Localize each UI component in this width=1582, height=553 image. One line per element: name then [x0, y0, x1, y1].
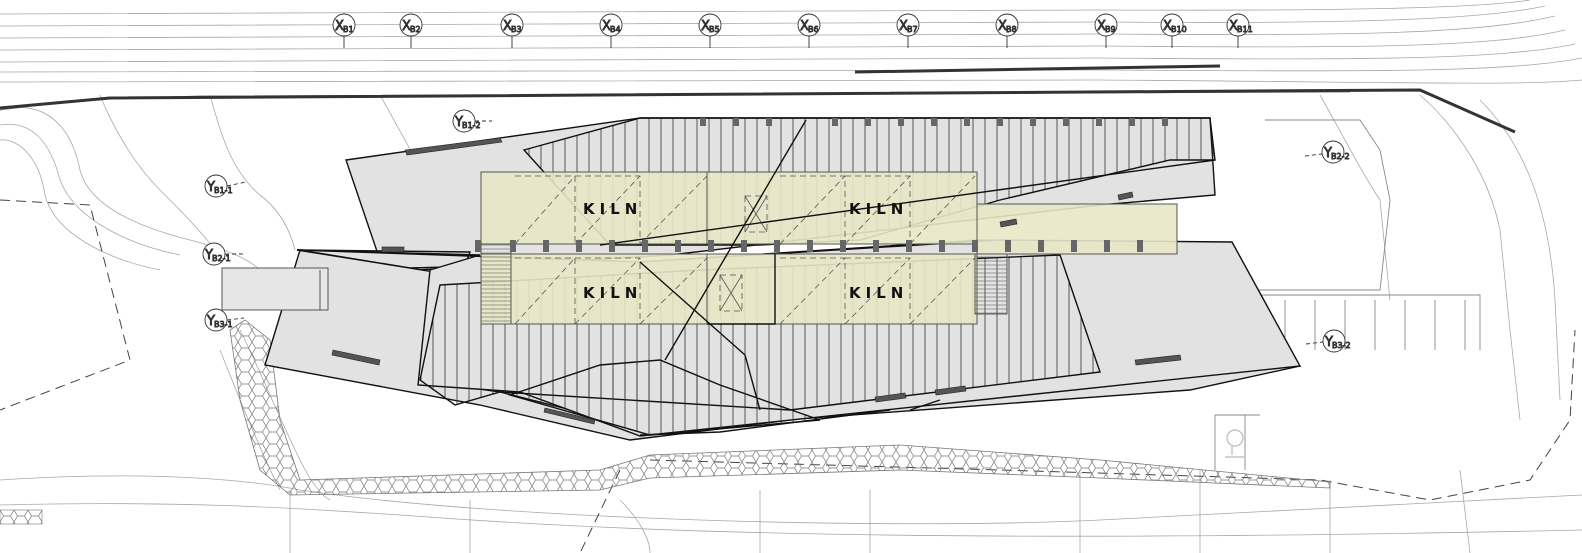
entry-ramp — [221, 267, 329, 311]
grid-bubble-icon: X B6 — [797, 13, 821, 48]
grid-bubble-icon: X B4 — [599, 13, 623, 48]
hexagon-paving-patch — [0, 509, 43, 525]
grid-sub: B11 — [1237, 25, 1253, 34]
grid-bubble-icon: X B8 — [995, 13, 1019, 48]
structural-lines — [599, 119, 1216, 436]
grid-sub: B2-2 — [1331, 152, 1350, 161]
kiln-block-upper-right — [706, 171, 978, 245]
grid-sub: B1 — [343, 25, 354, 34]
grid-sub: B1-2 — [462, 121, 481, 130]
kiln-block-lower-left — [480, 253, 708, 325]
grid-bubble-icon: X B5 — [698, 13, 722, 48]
grid-main: Y — [454, 115, 463, 130]
walkway-columns — [475, 118, 1168, 252]
grid-bubble-icon: Y B2-2 — [1304, 140, 1350, 164]
grid-sub: B3-1 — [214, 320, 233, 329]
grid-sub: B7 — [907, 25, 918, 34]
kiln-label: KILN — [849, 200, 908, 218]
grid-bubble-icon: X B10 — [1160, 13, 1187, 48]
grid-main: Y — [1324, 335, 1333, 350]
grid-y-markers-left: Y B1-2 Y B1-1 Y B2-1 Y B3-1 — [202, 109, 492, 332]
kiln-stair-right — [974, 253, 1008, 315]
grid-sub: B6 — [808, 25, 819, 34]
grid-sub: B9 — [1105, 25, 1116, 34]
grid-sub: B4 — [610, 25, 621, 34]
kiln-cross-marks — [719, 195, 768, 312]
retaining-walls — [0, 64, 1516, 134]
grid-main: X — [402, 19, 411, 34]
grid-main: Y — [206, 314, 215, 329]
grid-sub: B10 — [1171, 25, 1187, 34]
grid-main: X — [701, 19, 710, 34]
grid-main: X — [335, 19, 344, 34]
hexagon-paving-band — [229, 319, 1331, 496]
kiln-block-lower-right — [706, 253, 978, 325]
kiln-stair-left — [480, 243, 512, 325]
grid-sub: B8 — [1006, 25, 1017, 34]
grid-main: Y — [206, 180, 215, 195]
grid-main: X — [800, 19, 809, 34]
grid-bubble-icon: Y B3-2 — [1305, 329, 1351, 353]
grid-main: X — [1097, 19, 1106, 34]
grid-main: X — [1163, 19, 1172, 34]
grid-sub: B2-1 — [212, 254, 231, 263]
grid-bubble-icon: X B9 — [1094, 13, 1118, 48]
grid-bubble-icon: Y B1-2 — [452, 109, 492, 133]
kiln-dashed-lines — [514, 175, 976, 325]
grid-bubble-icon: X B2 — [399, 13, 423, 48]
grid-main: X — [899, 19, 908, 34]
grid-bubble-icon: X B1 — [332, 13, 356, 48]
kiln-label: KILN — [849, 284, 908, 302]
grid-sub: B1-1 — [214, 186, 233, 195]
grid-bubble-icon: X B11 — [1226, 13, 1253, 48]
kiln-blocks — [480, 171, 1178, 325]
grid-bubble-icon: X B3 — [500, 13, 524, 48]
skylight-slots — [331, 137, 1182, 425]
kiln-label: KILN — [583, 284, 642, 302]
grid-sub: B2 — [410, 25, 421, 34]
grid-main: X — [1229, 19, 1238, 34]
grid-bubble-icon: X B7 — [896, 13, 920, 48]
grid-bubble-icon: Y B1-1 — [204, 174, 247, 198]
kiln-label: KILN — [583, 200, 642, 218]
grid-bubble-icon: Y B2-1 — [202, 242, 244, 266]
grid-sub: B3 — [511, 25, 522, 34]
grid-y-markers-right: Y B2-2 Y B3-2 — [1304, 140, 1351, 353]
grid-x-markers: X B1 X B2 X B3 X B4 X B5 X B6 — [332, 13, 1253, 48]
grid-main: X — [998, 19, 1007, 34]
grid-main: Y — [204, 248, 213, 263]
grid-bubble-icon: Y B3-1 — [204, 308, 245, 332]
grid-sub: B5 — [709, 25, 720, 34]
grid-main: X — [602, 19, 611, 34]
grid-main: Y — [1323, 146, 1332, 161]
kiln-labels: KILN KILN KILN KILN — [583, 200, 908, 302]
grid-sub: B3-2 — [1332, 341, 1351, 350]
tree-symbol-icon — [1225, 429, 1244, 458]
grid-main: X — [503, 19, 512, 34]
